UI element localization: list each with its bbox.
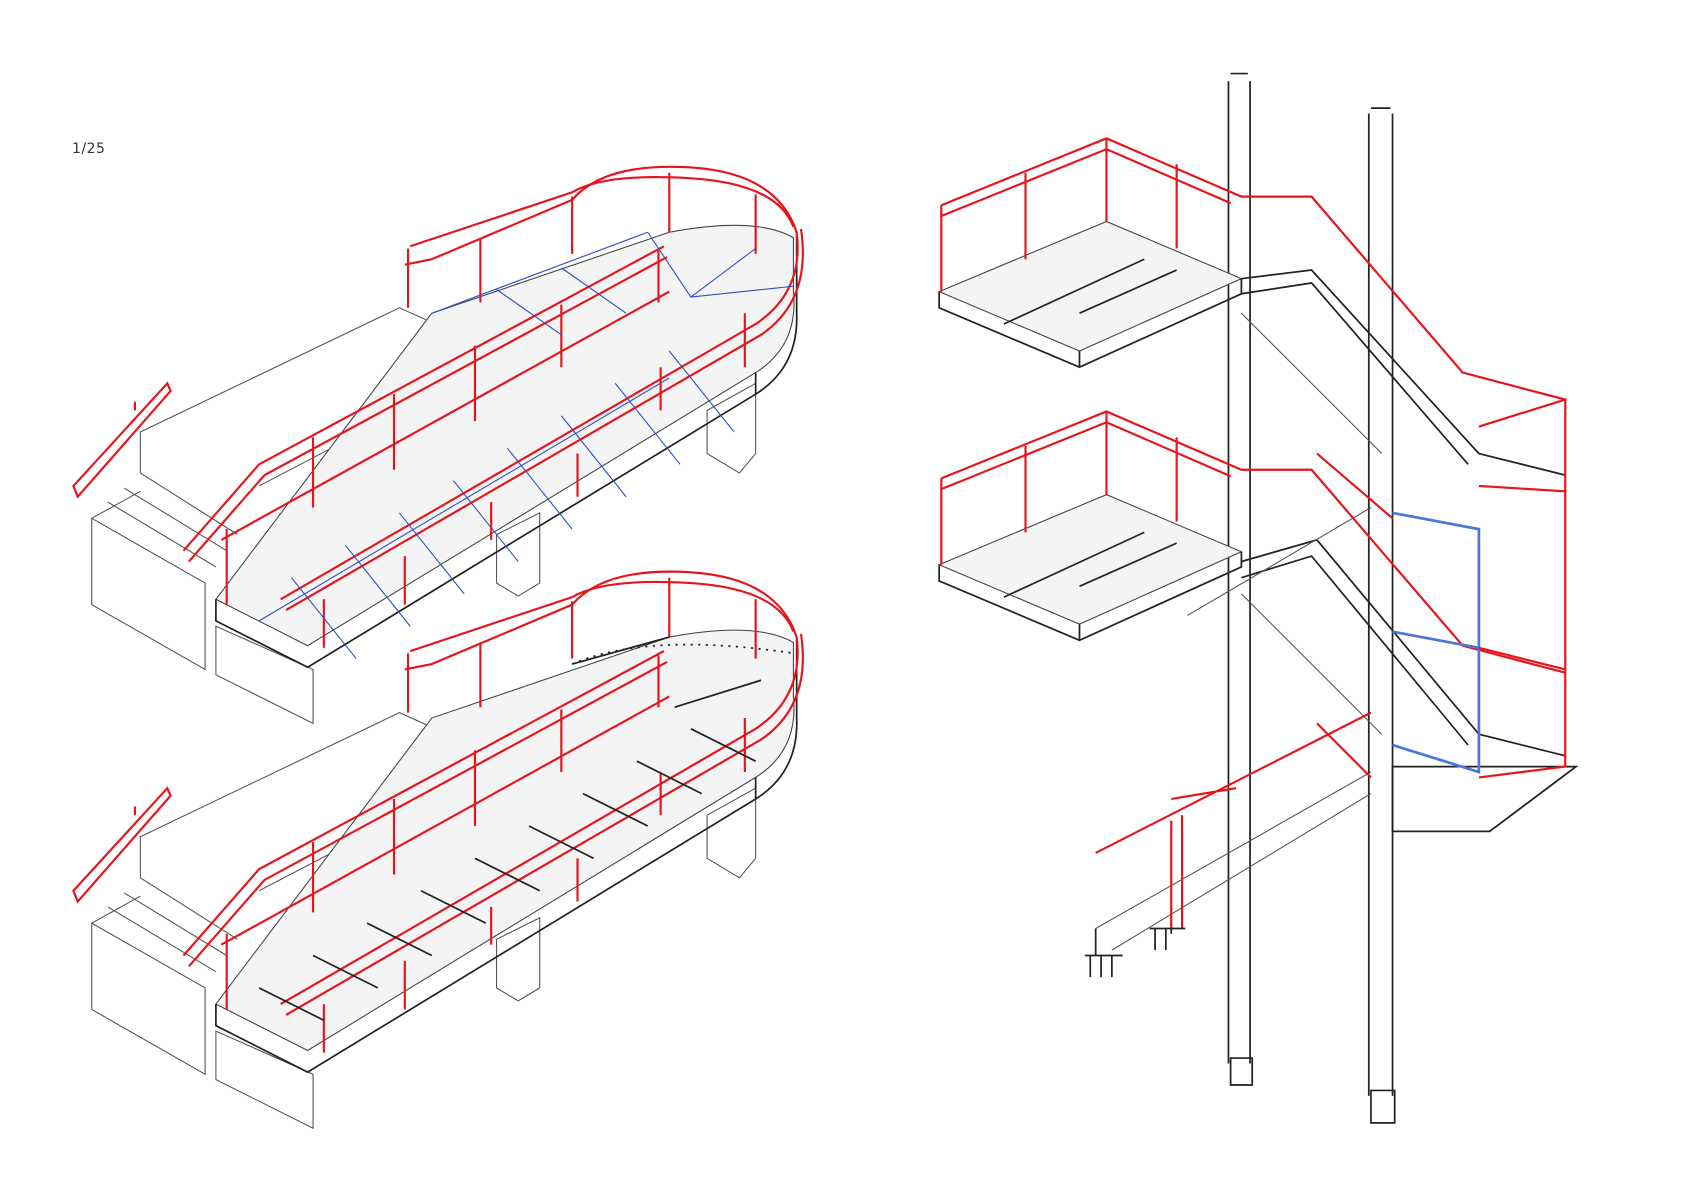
stair-tower-view xyxy=(937,72,1579,1124)
ramp-with-decking-view xyxy=(72,165,804,725)
scale-label: 1/25 xyxy=(72,141,106,157)
ramp-frame-view xyxy=(72,570,804,1130)
